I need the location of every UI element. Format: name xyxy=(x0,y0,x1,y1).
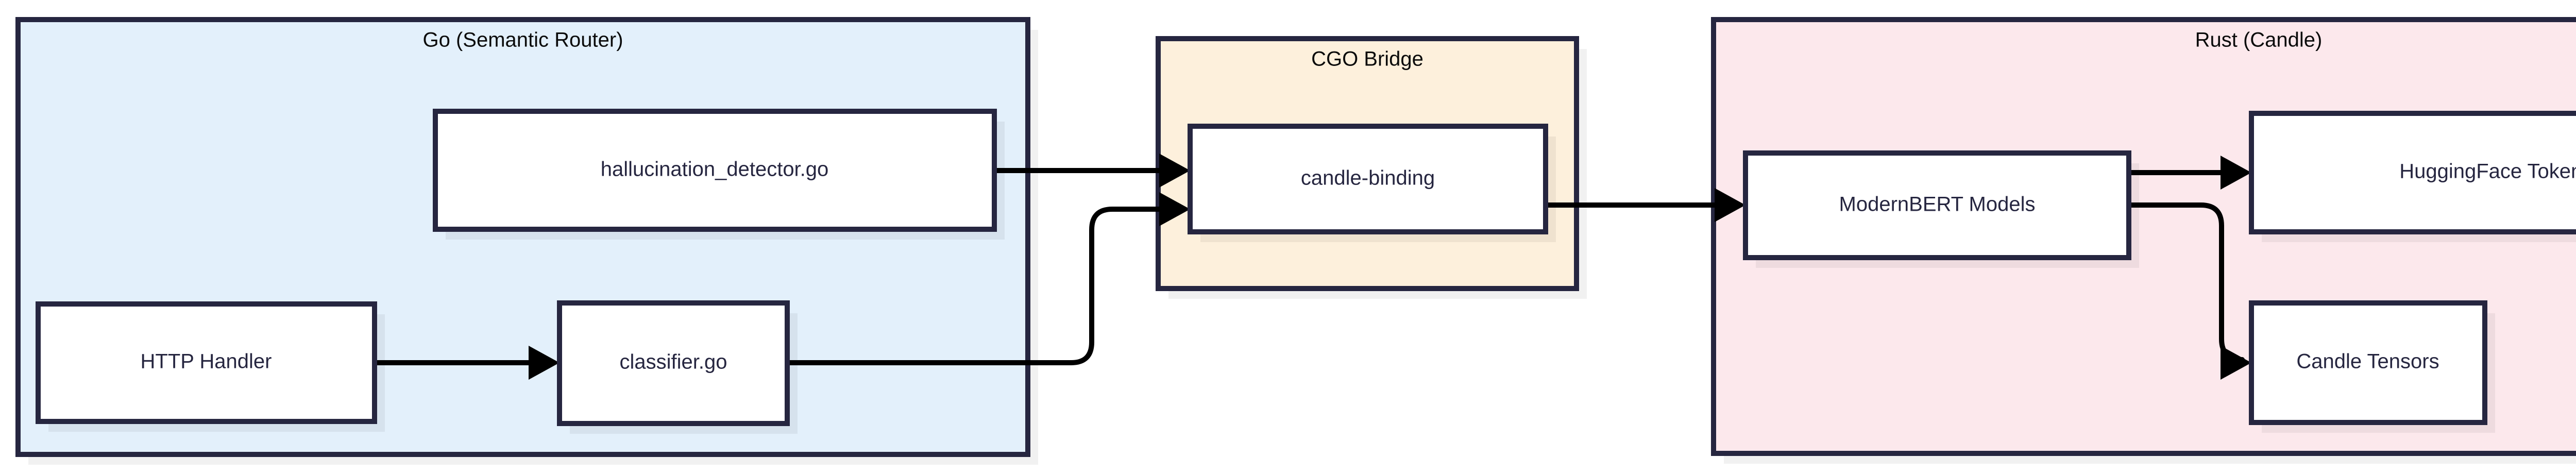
cluster-cgo-title: CGO Bridge xyxy=(1311,48,1423,71)
edge-http-to-classifier-arrowhead xyxy=(529,346,560,380)
edge-hallucination-to-candle-binding-arrowhead xyxy=(1159,154,1190,188)
edge-candle-binding-to-modernbert xyxy=(1546,188,1745,222)
edge-modernbert-to-candle-tensors-arrowhead xyxy=(2221,346,2251,380)
node-classifier[interactable]: classifier.go xyxy=(557,300,798,434)
edge-modernbert-to-candle-tensors xyxy=(2129,202,2251,380)
edge-candle-binding-to-modernbert-arrowhead xyxy=(1715,188,1745,222)
edge-http-to-classifier xyxy=(375,346,560,380)
node-candle-tensors[interactable]: Candle Tensors xyxy=(2249,300,2495,433)
node-hallucination-detector[interactable]: hallucination_detector.go xyxy=(433,109,1005,240)
node-modernbert-models-label: ModernBERT Models xyxy=(1839,193,2036,216)
node-hallucination-detector-rect[interactable] xyxy=(433,109,997,232)
node-huggingface-tokenizers-rect[interactable] xyxy=(2249,111,2576,234)
edge-hallucination-to-candle-binding xyxy=(994,154,1190,188)
cluster-rust-title: Rust (Candle) xyxy=(2195,29,2323,52)
edge-modernbert-to-hf-tokenizers xyxy=(2129,156,2251,190)
node-candle-binding-label: candle-binding xyxy=(1301,167,1435,190)
edge-classifier-to-candle-binding-arrowhead xyxy=(1159,192,1190,226)
node-candle-binding[interactable]: candle-binding xyxy=(1188,124,1556,242)
edge-classifier-to-candle-binding-line xyxy=(787,207,1166,365)
node-modernbert-models[interactable]: ModernBERT Models xyxy=(1743,150,2139,268)
node-huggingface-tokenizers[interactable]: HuggingFace Tokenizers xyxy=(2249,111,2576,242)
node-candle-binding-rect[interactable] xyxy=(1188,124,1548,234)
node-candle-tensors-label: Candle Tensors xyxy=(2296,350,2439,373)
node-huggingface-tokenizers-label: HuggingFace Tokenizers xyxy=(2399,160,2576,183)
node-modernbert-models-rect[interactable] xyxy=(1743,150,2131,260)
edge-modernbert-to-hf-tokenizers-arrowhead xyxy=(2221,156,2251,190)
edge-classifier-to-candle-binding xyxy=(787,192,1190,365)
node-http-handler[interactable]: HTTP Handler xyxy=(36,301,385,432)
node-http-handler-label: HTTP Handler xyxy=(141,350,272,373)
node-classifier-rect[interactable] xyxy=(557,300,790,426)
node-http-handler-rect[interactable] xyxy=(36,301,377,424)
cluster-go-title: Go (Semantic Router) xyxy=(422,29,623,52)
node-candle-tensors-rect[interactable] xyxy=(2249,300,2487,425)
node-classifier-label: classifier.go xyxy=(620,351,727,374)
node-hallucination-detector-label: hallucination_detector.go xyxy=(601,158,829,181)
